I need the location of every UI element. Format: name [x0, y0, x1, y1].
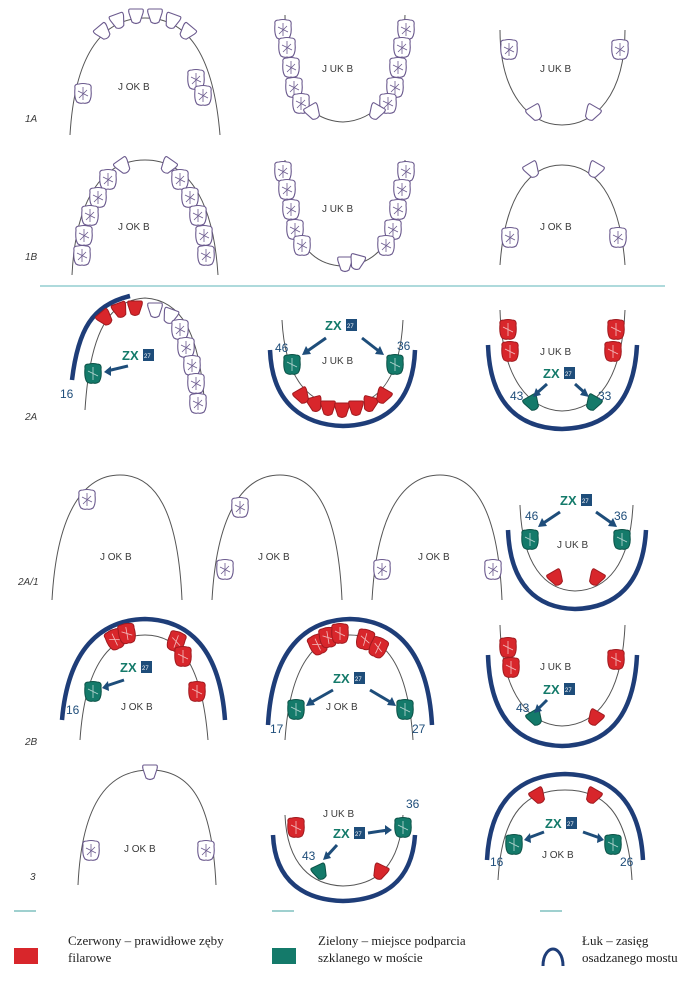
zx-label: ZX: [333, 826, 350, 841]
legend-green-text: Zielony – miejsce podparcia szklanego w …: [318, 932, 518, 966]
zx-box-label: 27: [144, 354, 151, 360]
jaw-label: J OK B: [118, 82, 150, 93]
zx-label: ZX: [122, 348, 139, 363]
row-1a: 1A J OK B J UK B J UK B: [25, 9, 628, 135]
tooth-number: 46: [275, 341, 289, 355]
tooth-number: 16: [490, 855, 504, 869]
zx-box-label: 27: [582, 499, 589, 505]
jaw-label: J UK B: [322, 64, 353, 75]
tooth-number: 33: [598, 389, 612, 403]
legend-divider: [14, 910, 36, 912]
tooth-number: 36: [397, 339, 411, 353]
zx-box-label: 27: [142, 666, 149, 672]
jaw-label: J OK B: [542, 850, 574, 861]
row-label-2a: 2A: [24, 412, 38, 423]
tooth-number: 43: [516, 701, 530, 715]
zx-label: ZX: [543, 366, 560, 381]
row-label-3: 3: [30, 872, 36, 883]
row-label-1a: 1A: [25, 114, 38, 125]
row-2b: 2B 16 ZX 27 J OK B 17 27 ZX 27 J OK B: [24, 619, 637, 748]
row-2a: 2A 16 ZX 27 46 36 ZX 27: [24, 296, 637, 429]
jaw-label: J OK B: [326, 702, 358, 713]
row-label-1b: 1B: [25, 252, 38, 263]
zx-box-label: 27: [567, 822, 574, 828]
tooth-number: 27: [412, 722, 426, 736]
tooth-number: 43: [302, 849, 316, 863]
jaw-label: J OK B: [258, 552, 290, 563]
legend-divider: [540, 910, 562, 912]
jaw-label: J UK B: [322, 204, 353, 215]
zx-box-label: 27: [355, 677, 362, 683]
zx-box-label: 27: [347, 324, 354, 330]
jaw-label: J UK B: [557, 540, 588, 551]
jaw-label: J OK B: [124, 844, 156, 855]
jaw-label: J UK B: [322, 356, 353, 367]
tooth-number: 36: [614, 509, 628, 523]
tooth-number: 16: [60, 387, 74, 401]
zx-box-label: 27: [565, 688, 572, 694]
row-3: 3 J OK B 36 43 J UK B ZX 27 16 26 ZX 27: [30, 765, 643, 901]
jaw-label: J UK B: [323, 809, 354, 820]
legend-red-text: Czerwony – prawidłowe zęby filarowe: [68, 932, 258, 966]
tooth-number: 16: [66, 703, 80, 717]
legend-divider: [272, 910, 294, 912]
zx-box-label: 27: [565, 372, 572, 378]
jaw-label: J UK B: [540, 662, 571, 673]
legend-arc-text: Łuk – zasięg osadzanego mostu: [582, 932, 682, 966]
jaw-label: J OK B: [118, 222, 150, 233]
zx-label: ZX: [333, 671, 350, 686]
jaw-label: J UK B: [540, 347, 571, 358]
tooth-number: 26: [620, 855, 634, 869]
zx-label: ZX: [545, 816, 562, 831]
row-1b: 1B J OK B J UK B J OK B: [25, 156, 626, 275]
legend-red-swatch: [14, 948, 38, 964]
zx-label: ZX: [325, 318, 342, 333]
zx-label: ZX: [120, 660, 137, 675]
tooth-number: 43: [510, 389, 524, 403]
jaw-label: J OK B: [418, 552, 450, 563]
legend-green-swatch: [272, 948, 296, 964]
tooth-number: 17: [270, 722, 284, 736]
tooth-number: 36: [406, 797, 420, 811]
tooth-number: 46: [525, 509, 539, 523]
zx-label: ZX: [560, 493, 577, 508]
jaw-label: J OK B: [121, 702, 153, 713]
jaw-label: J UK B: [540, 64, 571, 75]
jaw-label: J OK B: [540, 222, 572, 233]
row-2a-1: 2A/1 J OK B J OK B J OK B 46 36 ZX 27 J …: [17, 475, 646, 609]
zx-label: ZX: [543, 682, 560, 697]
zx-box-label: 27: [355, 832, 362, 838]
legend-arc-icon: [540, 946, 566, 968]
row-label-2a-1: 2A/1: [17, 577, 39, 588]
jaw-label: J OK B: [100, 552, 132, 563]
row-label-2b: 2B: [24, 737, 38, 748]
